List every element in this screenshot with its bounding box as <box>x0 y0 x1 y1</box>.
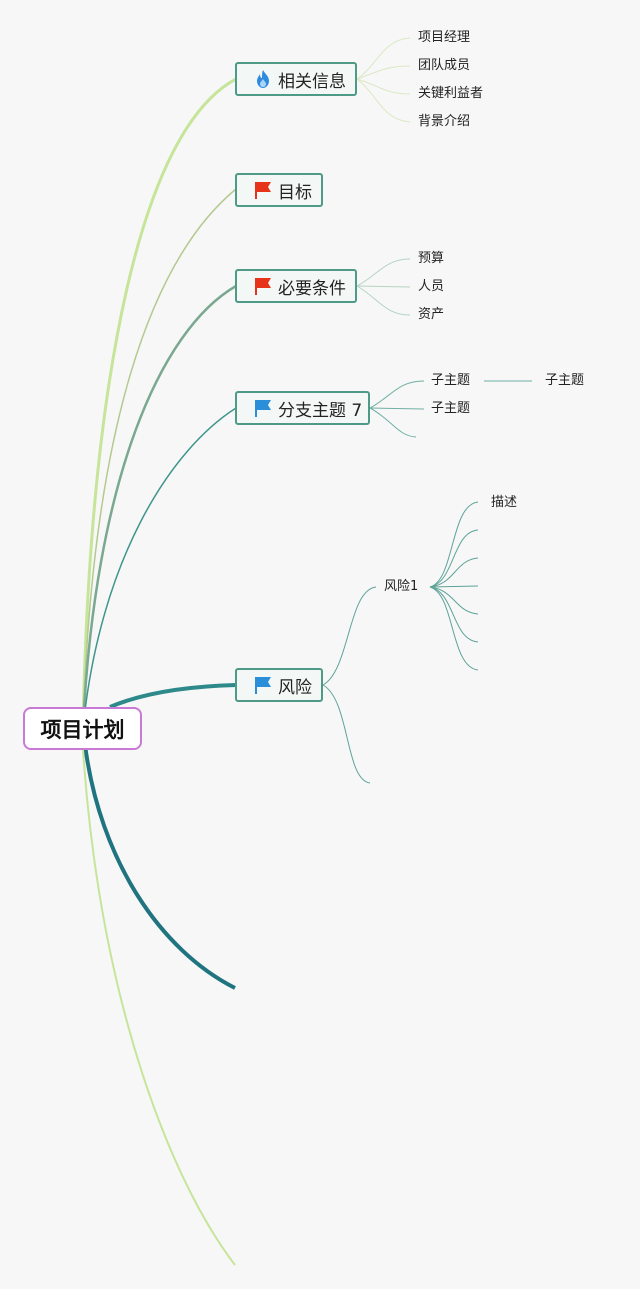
subtopic-description[interactable]: 描述 <box>491 495 518 510</box>
edge-root-to-empty-bottom <box>82 749 236 1266</box>
edge-risk-to-risk1 <box>322 586 377 686</box>
subtopic-key-stakeholders[interactable]: 关键利益者 <box>418 86 484 101</box>
topic-goal-label: 目标 <box>278 182 312 203</box>
edge-prerequisites-leaf-2 <box>356 285 411 288</box>
edge-related-info-leaf-4 <box>356 78 411 123</box>
edge-risk1-fan-1 <box>429 501 479 588</box>
edge-branch7-leaf-3 <box>369 407 417 438</box>
edge-root-to-risk <box>109 683 237 709</box>
edge-branch7-leaf-2 <box>369 407 425 410</box>
topic-related-info-label: 相关信息 <box>278 71 346 92</box>
edge-prerequisites-leaf-1 <box>356 258 411 287</box>
edge-root-to-goal <box>82 188 237 729</box>
topic-related-info[interactable]: 相关信息 <box>235 62 357 96</box>
subtopic-team-members[interactable]: 团队成员 <box>418 58 471 73</box>
red-flag-icon <box>255 182 271 199</box>
edge-root-to-prerequisites <box>81 284 237 729</box>
edge-related-info-leaf-1 <box>356 37 411 80</box>
subtopic-1[interactable]: 子主题 <box>431 373 471 388</box>
topic-risk-label: 风险 <box>278 677 312 698</box>
red-flag-icon <box>255 278 271 295</box>
blue-flag-icon <box>255 400 271 417</box>
subtopic-child[interactable]: 子主题 <box>545 373 585 388</box>
subtopic-budget[interactable]: 预算 <box>418 251 445 266</box>
topic-goal[interactable]: 目标 <box>235 173 323 207</box>
subtopic-2[interactable]: 子主题 <box>431 401 471 416</box>
edge-risk1-fan-2 <box>429 529 479 588</box>
topic-branch-7-label: 分支主题 7 <box>278 400 363 421</box>
edge-root-to-related-info <box>81 77 237 729</box>
topic-prerequisites-label: 必要条件 <box>278 278 346 299</box>
edge-risk1-fan-3 <box>429 557 479 588</box>
root-topic-label: 项目计划 <box>40 717 125 742</box>
subtopic-assets[interactable]: 资产 <box>418 307 445 322</box>
root-topic[interactable]: 项目计划 <box>23 707 142 750</box>
edge-related-info-leaf-3 <box>356 78 411 95</box>
subtopic-background[interactable]: 背景介绍 <box>418 114 471 129</box>
edge-risk1-fan-6 <box>429 586 479 643</box>
edge-root-to-empty-bottom-right <box>83 744 236 990</box>
fire-icon <box>257 70 269 88</box>
blue-flag-icon <box>255 677 271 694</box>
topic-prerequisites[interactable]: 必要条件 <box>235 269 357 303</box>
edge-risk1-fan-4 <box>429 585 479 588</box>
edge-risk1-fan-7 <box>429 586 479 671</box>
edge-root-to-branch7 <box>82 407 237 729</box>
edge-prerequisites-leaf-3 <box>356 285 411 316</box>
edge-risk-to-empty <box>322 684 371 784</box>
topic-branch-7[interactable]: 分支主题 7 <box>235 391 370 425</box>
subtopic-risk-1[interactable]: 风险1 <box>384 579 419 594</box>
edge-risk1-fan-5 <box>429 586 479 615</box>
subtopic-personnel[interactable]: 人员 <box>418 279 445 294</box>
edge-branch7-leaf-1 <box>369 380 425 409</box>
subtopic-project-manager[interactable]: 项目经理 <box>418 30 471 45</box>
topic-risk[interactable]: 风险 <box>235 668 323 702</box>
edge-related-info-leaf-2 <box>356 65 411 80</box>
